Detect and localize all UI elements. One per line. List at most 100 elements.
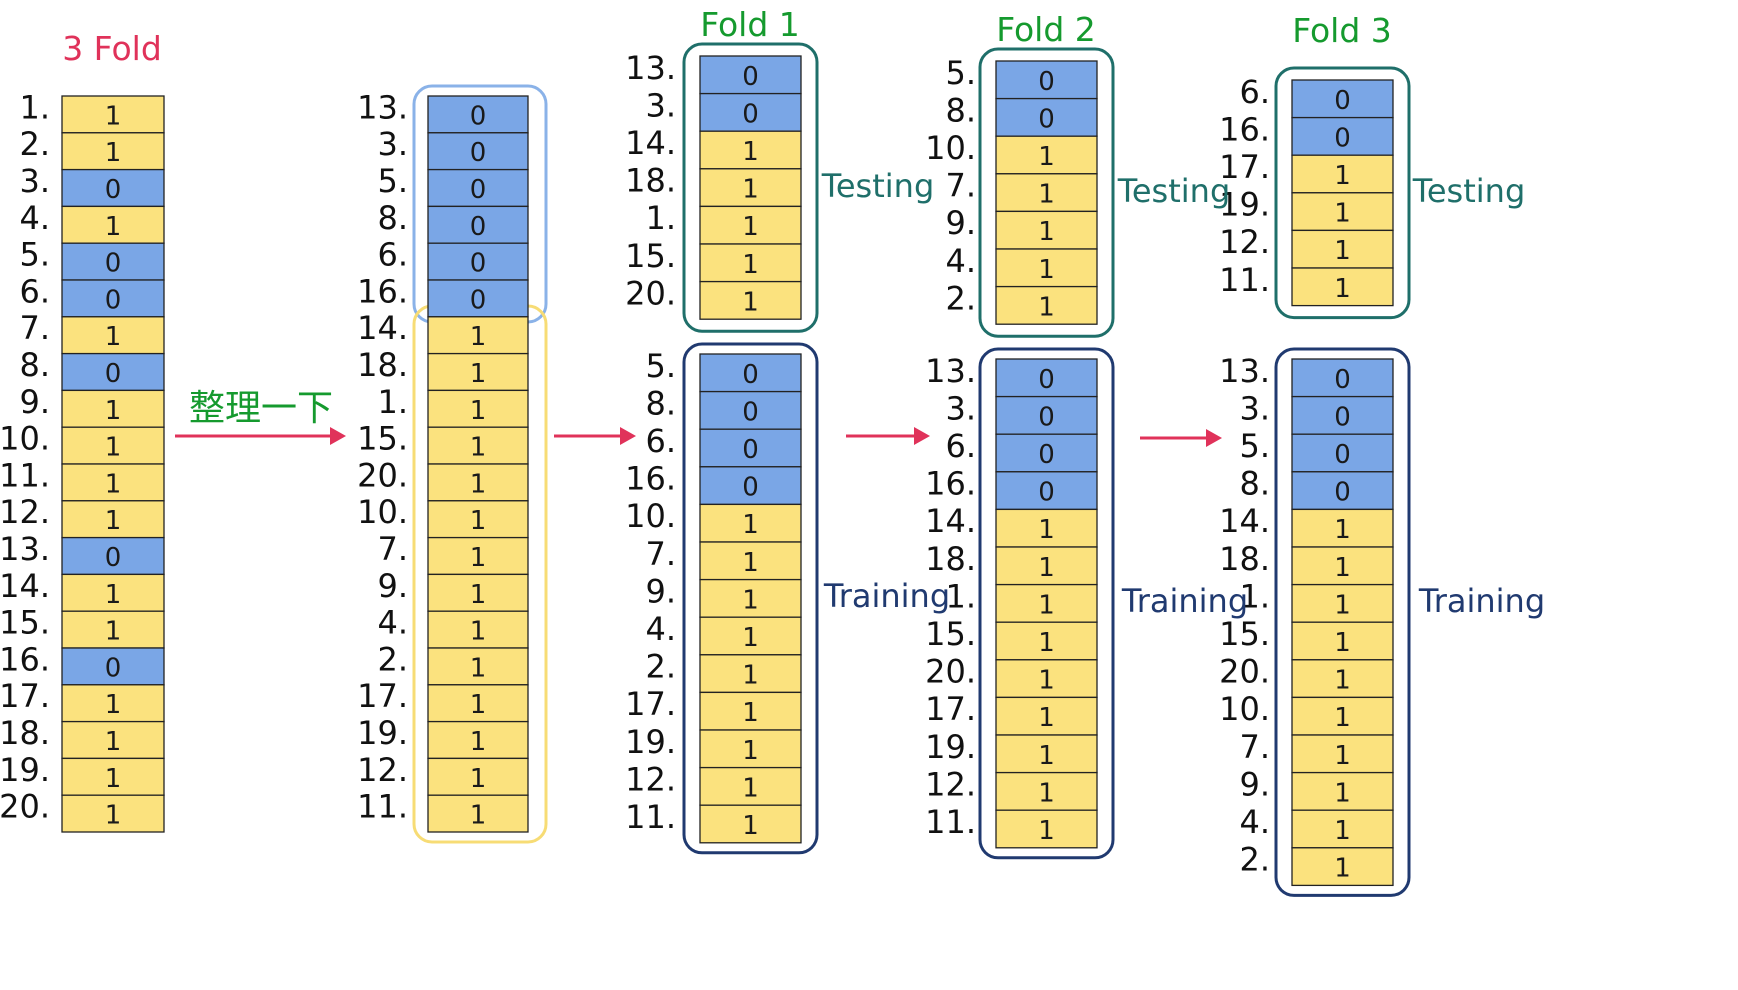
- row-index: 12.: [1219, 223, 1270, 261]
- cell-one: [61, 573, 165, 612]
- row-index: 10.: [925, 129, 976, 167]
- row-index: 20.: [625, 274, 676, 312]
- row-index: 10.: [1219, 690, 1270, 728]
- row-index: 4.: [645, 610, 676, 648]
- fold-1-training-column: 05.08.06.016.110.17.19.14.12.117.119.112…: [625, 347, 802, 844]
- cell-one: [699, 654, 802, 694]
- cell-value: 0: [1334, 440, 1351, 470]
- cell-one: [61, 463, 165, 502]
- cell-one: [61, 757, 165, 796]
- cell-value: 1: [105, 506, 122, 536]
- cell-value: 0: [1334, 365, 1351, 395]
- row-index: 5.: [19, 236, 50, 274]
- row-index: 5.: [645, 347, 676, 385]
- row-index: 9.: [19, 383, 50, 421]
- cell-one: [427, 720, 529, 760]
- row-index: 10.: [625, 497, 676, 535]
- row-index: 20.: [1219, 653, 1270, 691]
- cell-value: 0: [105, 359, 122, 389]
- row-index: 2.: [1239, 841, 1270, 879]
- row-index: 15.: [357, 420, 408, 458]
- row-index: 9.: [645, 572, 676, 610]
- cell-one: [1291, 809, 1394, 849]
- cell-value: 1: [1334, 666, 1351, 696]
- cell-zero: [61, 536, 165, 576]
- row-index: 14.: [357, 309, 408, 347]
- row-index: 13.: [1219, 352, 1270, 390]
- row-index: 20.: [0, 788, 50, 826]
- cell-value: 1: [470, 433, 487, 463]
- cell-value: 0: [742, 62, 759, 92]
- row-index: 19.: [925, 728, 976, 766]
- row-index: 4.: [1239, 803, 1270, 841]
- cell-value: 1: [1038, 180, 1055, 210]
- row-index: 1.: [1239, 577, 1270, 615]
- cell-zero: [995, 433, 1098, 473]
- row-index: 15.: [625, 237, 676, 275]
- cell-one: [995, 621, 1098, 661]
- row-index: 17.: [0, 677, 50, 715]
- row-index: 11.: [357, 788, 408, 826]
- cell-value: 1: [742, 287, 759, 317]
- cell-value: 1: [105, 617, 122, 647]
- row-index: 17.: [1219, 148, 1270, 186]
- row-index: 7.: [1239, 728, 1270, 766]
- row-index: 5.: [1239, 427, 1270, 465]
- row-index: 5.: [377, 162, 408, 200]
- row-index: 7.: [377, 530, 408, 568]
- cell-value: 1: [742, 736, 759, 766]
- row-index: 7.: [645, 535, 676, 573]
- cell-value: 1: [742, 585, 759, 615]
- fold-1-testing-label: Testing: [821, 167, 935, 205]
- row-index: 12.: [625, 760, 676, 798]
- fold-1-training-outline: [682, 342, 819, 855]
- cell-zero: [699, 390, 802, 430]
- cell-zero: [61, 242, 165, 281]
- row-index: 19.: [1219, 186, 1270, 224]
- fold-3-testing-column: 06.016.117.119.112.111.: [1219, 73, 1394, 307]
- cell-value: 1: [742, 212, 759, 242]
- cell-value: 0: [1334, 86, 1351, 116]
- cell-one: [1291, 192, 1394, 232]
- cell-one: [61, 426, 165, 465]
- cell-value: 1: [742, 510, 759, 540]
- cell-one: [995, 659, 1098, 699]
- row-index: 1.: [945, 577, 976, 615]
- fold-2-testing-column: 05.08.110.17.19.14.12.: [925, 54, 1098, 325]
- cell-value: 1: [470, 506, 487, 536]
- cell-value: 1: [1334, 854, 1351, 884]
- arrow-fold-1-to-fold-2: [846, 427, 930, 445]
- row-index: 16.: [1219, 110, 1270, 148]
- cell-value: 1: [1334, 161, 1351, 191]
- cell-value: 0: [1334, 478, 1351, 508]
- arrow-original-to-sorted: [175, 427, 346, 445]
- row-index: 2.: [19, 125, 50, 163]
- cell-value: 1: [1334, 515, 1351, 545]
- cell-one: [699, 205, 802, 245]
- cell-value: 1: [105, 322, 122, 352]
- row-index: 14.: [0, 567, 50, 605]
- cell-one: [61, 132, 165, 171]
- cell-value: 1: [742, 773, 759, 803]
- cell-value: 1: [470, 543, 487, 573]
- cell-one: [699, 616, 802, 656]
- cell-value: 1: [105, 101, 122, 131]
- row-index: 1.: [377, 383, 408, 421]
- arrows: [175, 427, 1222, 447]
- cell-one: [61, 95, 165, 134]
- cell-one: [995, 135, 1098, 175]
- cell-value: 1: [470, 580, 487, 610]
- cell-value: 0: [1038, 104, 1055, 134]
- row-index: 9.: [1239, 765, 1270, 803]
- cell-value: 1: [742, 698, 759, 728]
- row-index: 15.: [0, 604, 50, 642]
- cell-value: 1: [105, 690, 122, 720]
- cell-value: 1: [470, 617, 487, 647]
- row-index: 19.: [0, 751, 50, 789]
- row-index: 16.: [925, 465, 976, 503]
- row-index: 6.: [1239, 73, 1270, 111]
- row-index: 14.: [925, 502, 976, 540]
- cell-one: [995, 809, 1098, 849]
- cell-value: 0: [1038, 67, 1055, 97]
- cell-value: 1: [105, 580, 122, 610]
